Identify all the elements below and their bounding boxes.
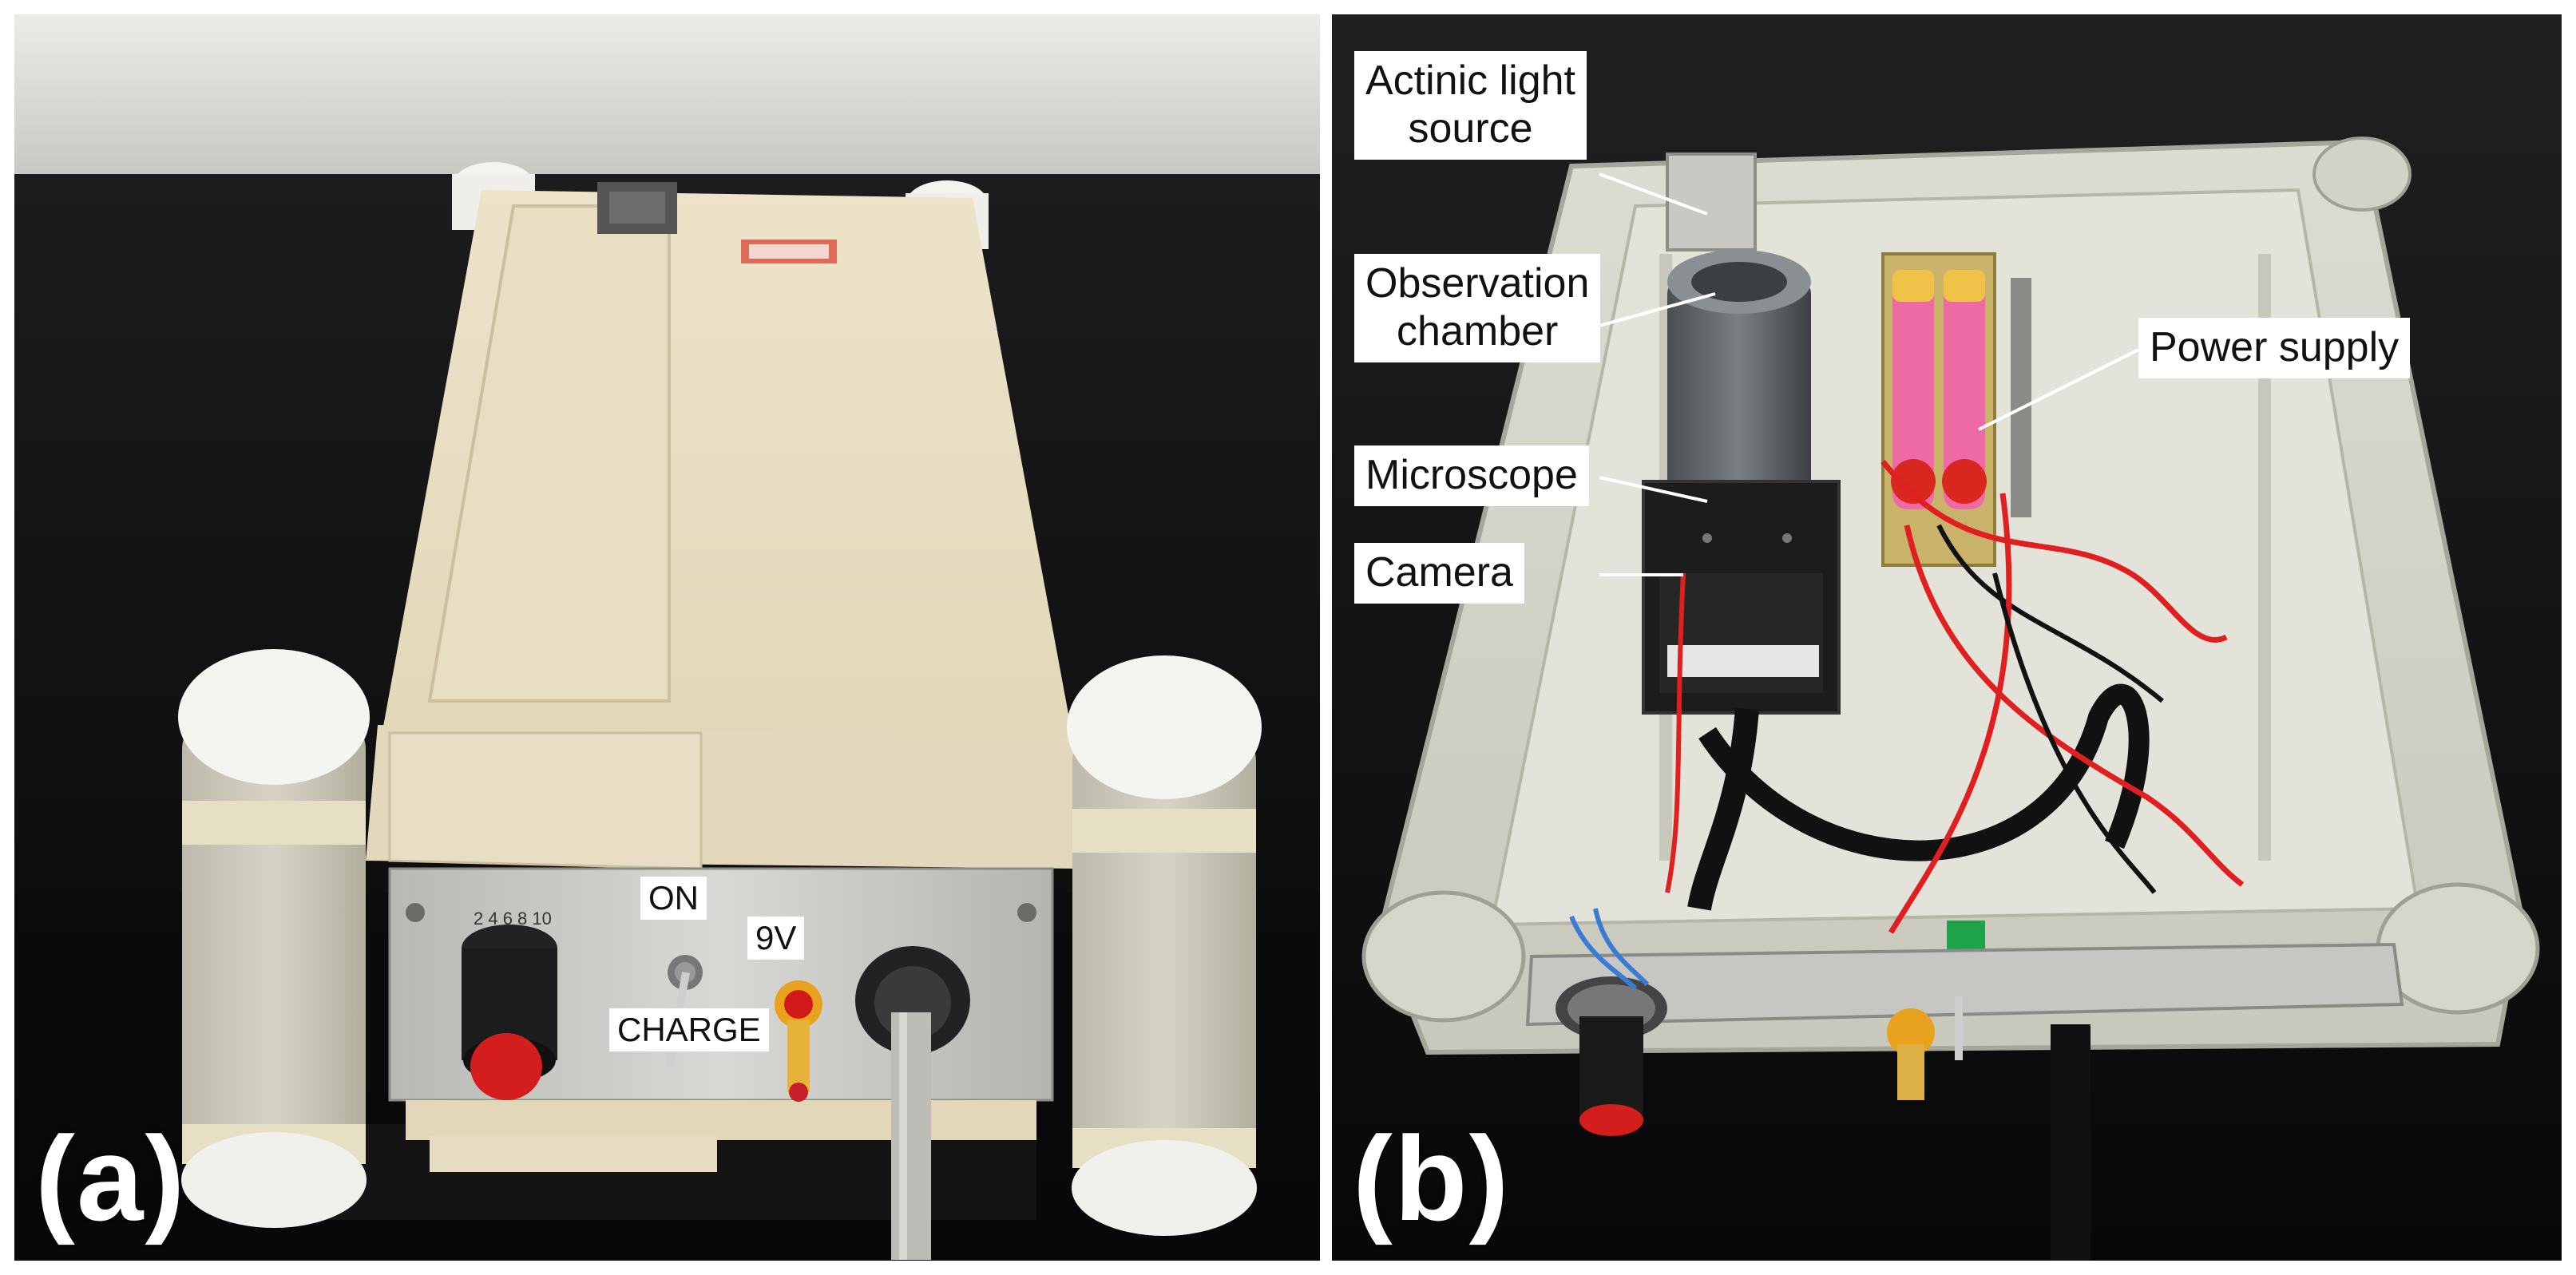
device-open-illustration [1332,14,2562,1261]
device-closed-illustration: 2 4 6 8 10 [14,14,1320,1261]
callout-camera: Camera [1354,543,1524,604]
on-label: ON [640,877,707,921]
callout-microscope: Microscope [1354,445,1589,506]
panel-letter-b: (b) [1353,1111,1511,1245]
charge-label: CHARGE [609,1008,769,1052]
svg-text:2 4 6 8 10: 2 4 6 8 10 [474,909,552,929]
photo-panel-b: Actinic light source Observation chamber… [1332,14,2562,1261]
photo-panel-a: 2 4 6 8 10 ON CHARGE 9V (a) [14,14,1320,1261]
callout-power-supply: Power supply [2138,318,2411,378]
callout-observation-chamber: Observation chamber [1354,254,1601,362]
voltage-label: 9V [747,917,805,960]
callout-actinic-light-source: Actinic light source [1354,51,1587,160]
panel-letter-a: (a) [35,1111,187,1245]
